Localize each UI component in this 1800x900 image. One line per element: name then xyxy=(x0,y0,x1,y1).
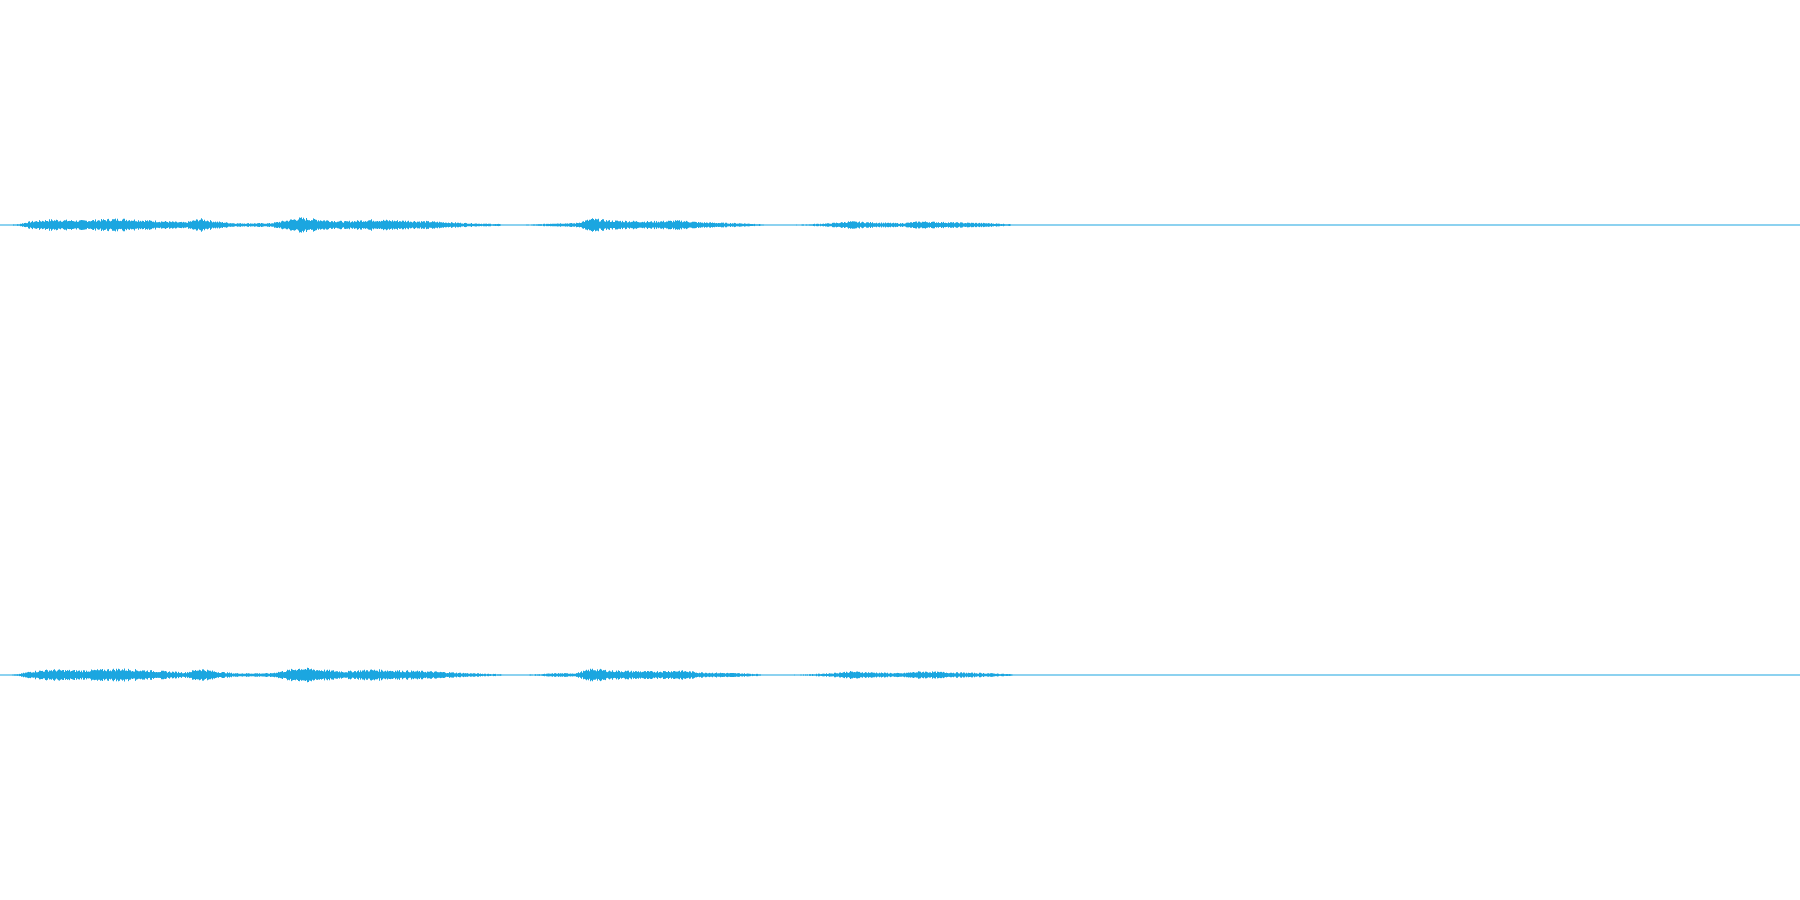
channel-2-waveform xyxy=(6,667,1016,683)
channel-1-waveform xyxy=(6,217,1016,233)
